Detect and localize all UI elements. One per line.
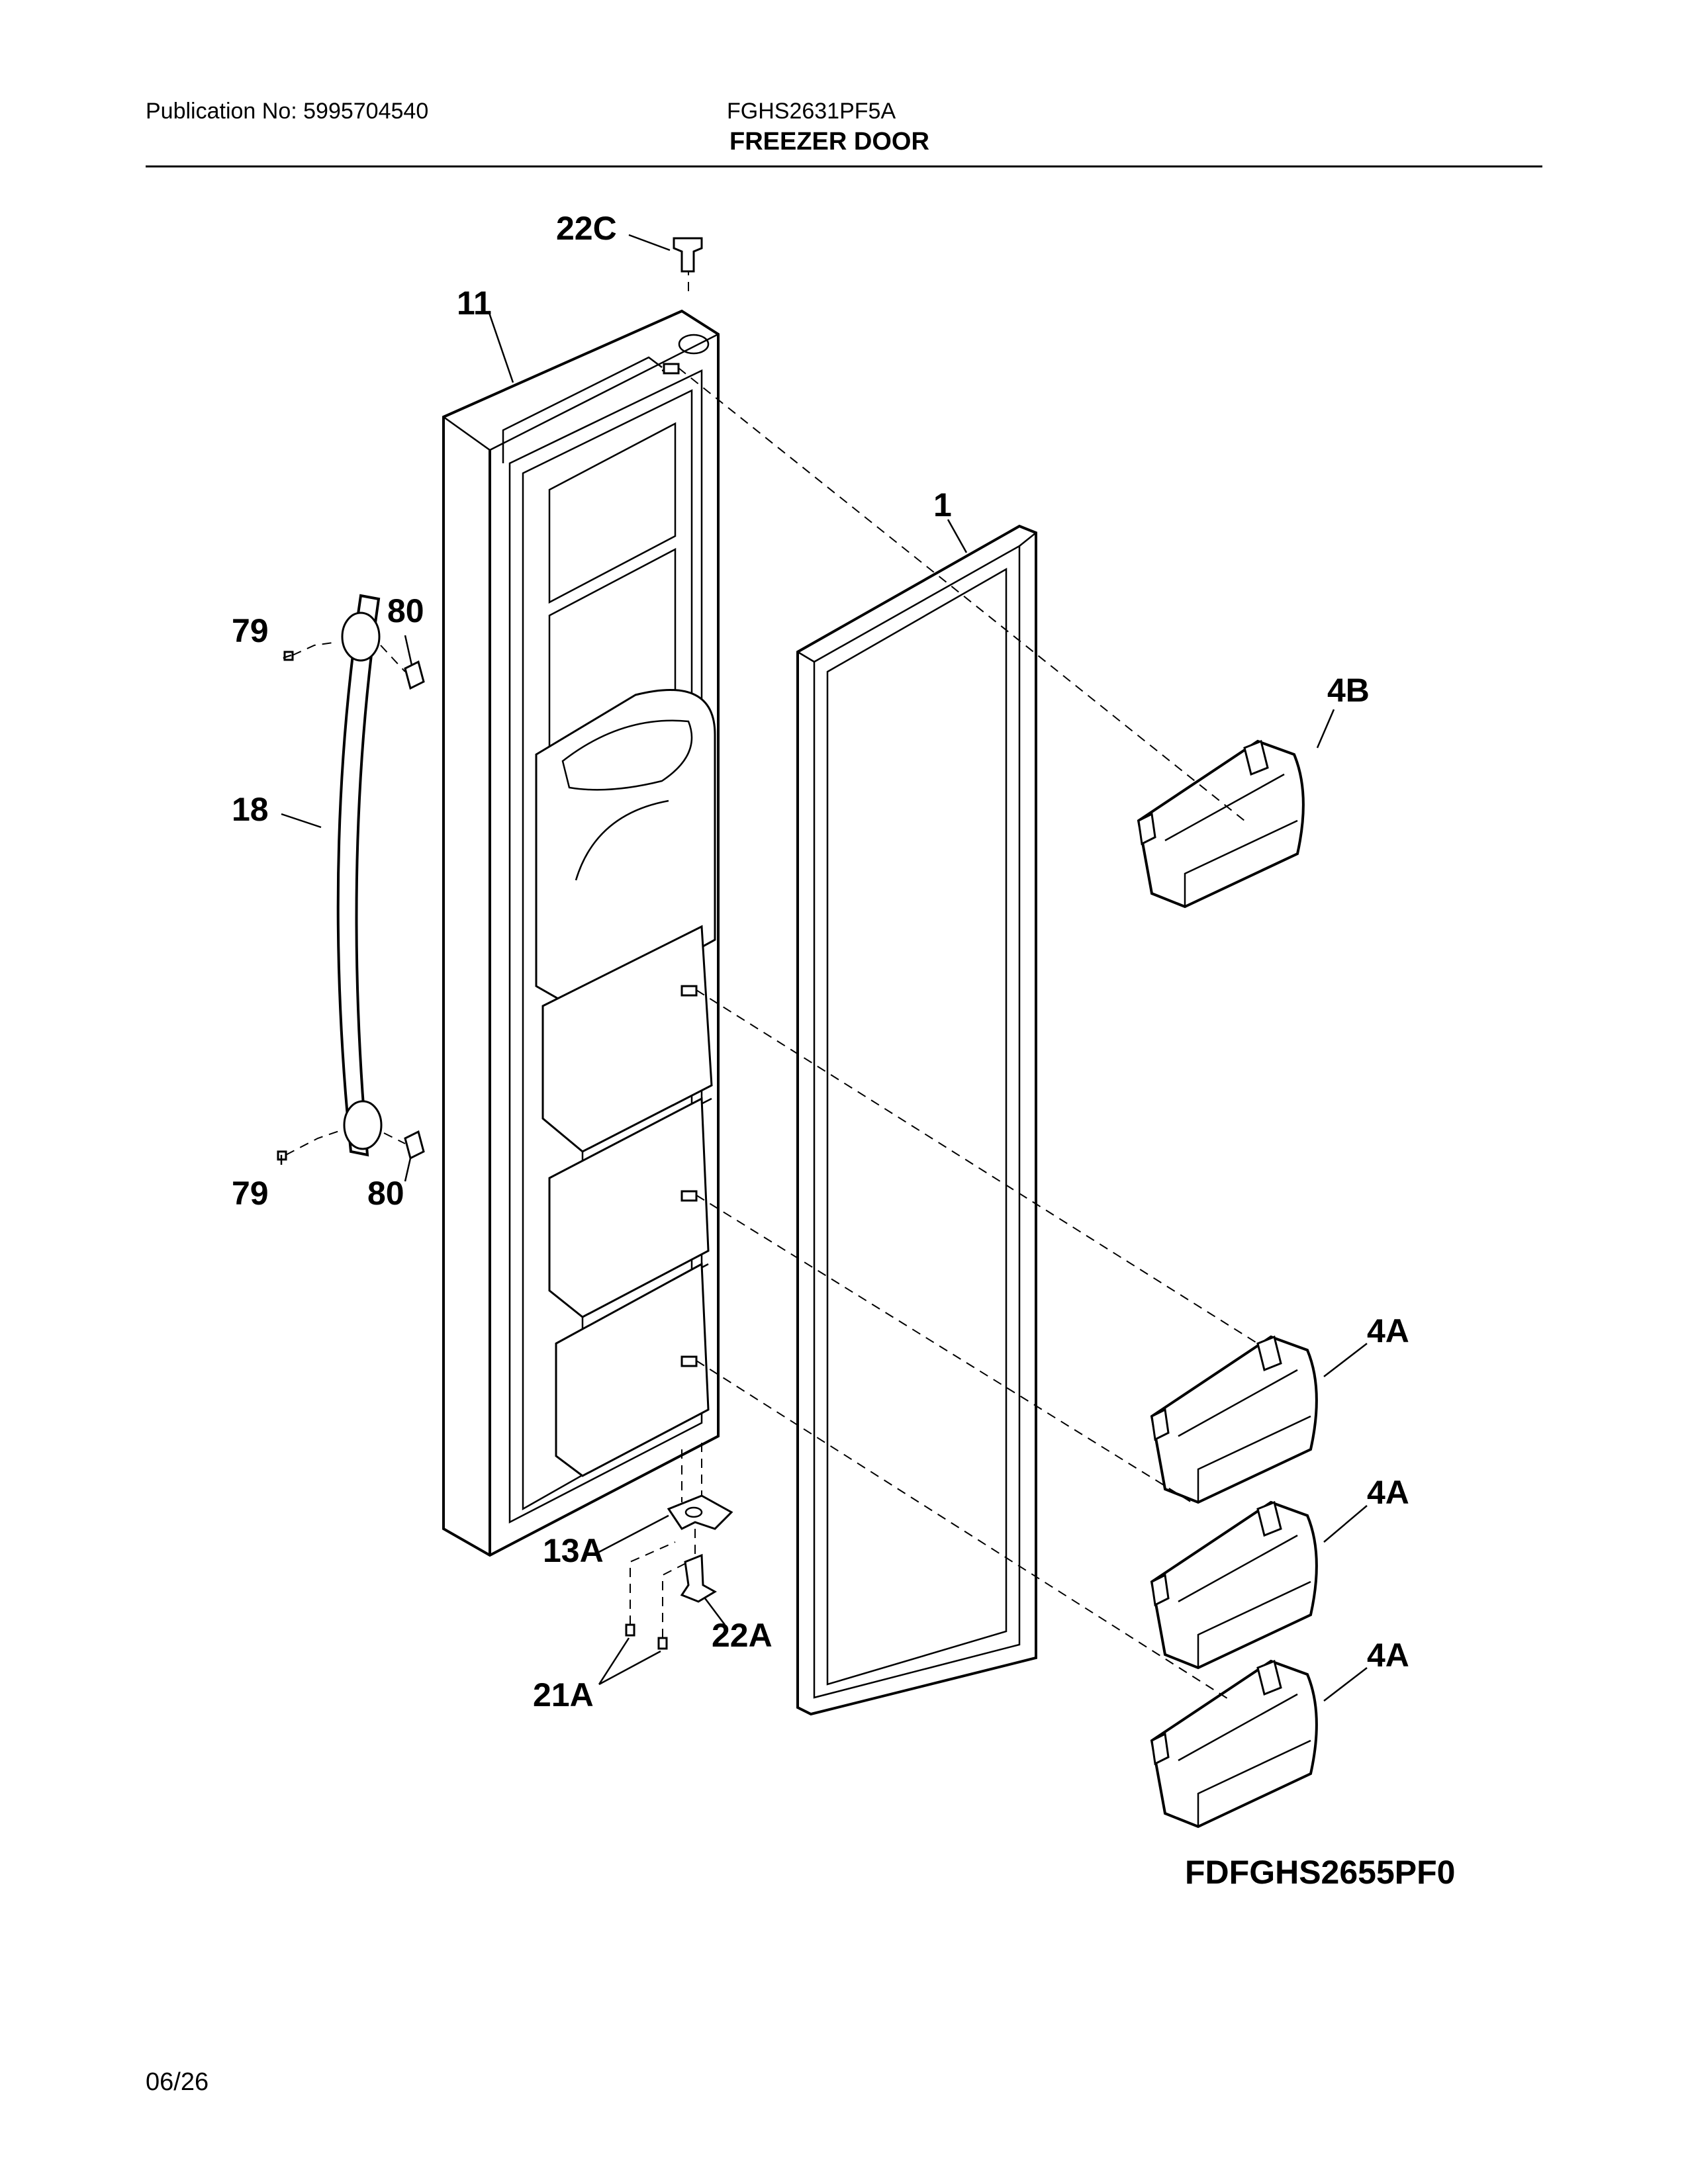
door-bin-part-4A-1[interactable] — [1150, 1335, 1318, 1504]
page-number: 06/26 — [146, 2068, 209, 2096]
diagram-reference-code: FDFGHS2655PF0 — [1185, 1854, 1456, 1891]
door-handle-part-18[interactable] — [336, 594, 383, 1157]
header-divider — [146, 165, 1542, 167]
callout-11: 11 — [457, 285, 492, 322]
callout-4B: 4B — [1327, 672, 1370, 709]
callout-1: 1 — [933, 486, 952, 523]
door-bin-part-4A-3[interactable] — [1150, 1659, 1318, 1829]
callout-21A: 21A — [533, 1676, 594, 1713]
handle-stud-part-80[interactable] — [404, 660, 425, 1160]
leader-lines — [280, 234, 1368, 1702]
door-bin-part-4B[interactable] — [1137, 739, 1305, 909]
callout-4A-3: 4A — [1367, 1637, 1409, 1674]
callout-18: 18 — [232, 791, 269, 828]
callout-22A: 22A — [712, 1617, 773, 1654]
callout-79-bottom: 79 — [232, 1175, 269, 1212]
callout-13A: 13A — [543, 1532, 604, 1569]
hinge-bracket-part-13A[interactable] — [667, 1494, 733, 1530]
callout-4A-2: 4A — [1367, 1474, 1409, 1511]
door-gasket-part-1[interactable] — [796, 524, 1037, 1716]
callout-80-bottom: 80 — [367, 1175, 404, 1212]
callout-79-top: 79 — [232, 612, 269, 649]
callout-22C: 22C — [556, 210, 617, 247]
model-number: FGHS2631PF5A — [727, 99, 896, 124]
callout-4A-1: 4A — [1367, 1312, 1409, 1349]
publication-number: Publication No: 5995704540 — [146, 99, 429, 124]
handle-screw-part-79[interactable] — [277, 651, 294, 1161]
assembly-lines — [285, 271, 1258, 1702]
hinge-pin-part-22A[interactable] — [680, 1553, 717, 1603]
section-title: FREEZER DOOR — [729, 128, 929, 156]
hinge-screw-part-21A[interactable] — [625, 1623, 668, 1650]
door-assembly-part-11[interactable] — [442, 309, 720, 1557]
top-bushing-part-22C[interactable] — [673, 237, 703, 273]
callout-80-top: 80 — [387, 592, 424, 629]
door-bin-part-4A-2[interactable] — [1150, 1500, 1318, 1670]
